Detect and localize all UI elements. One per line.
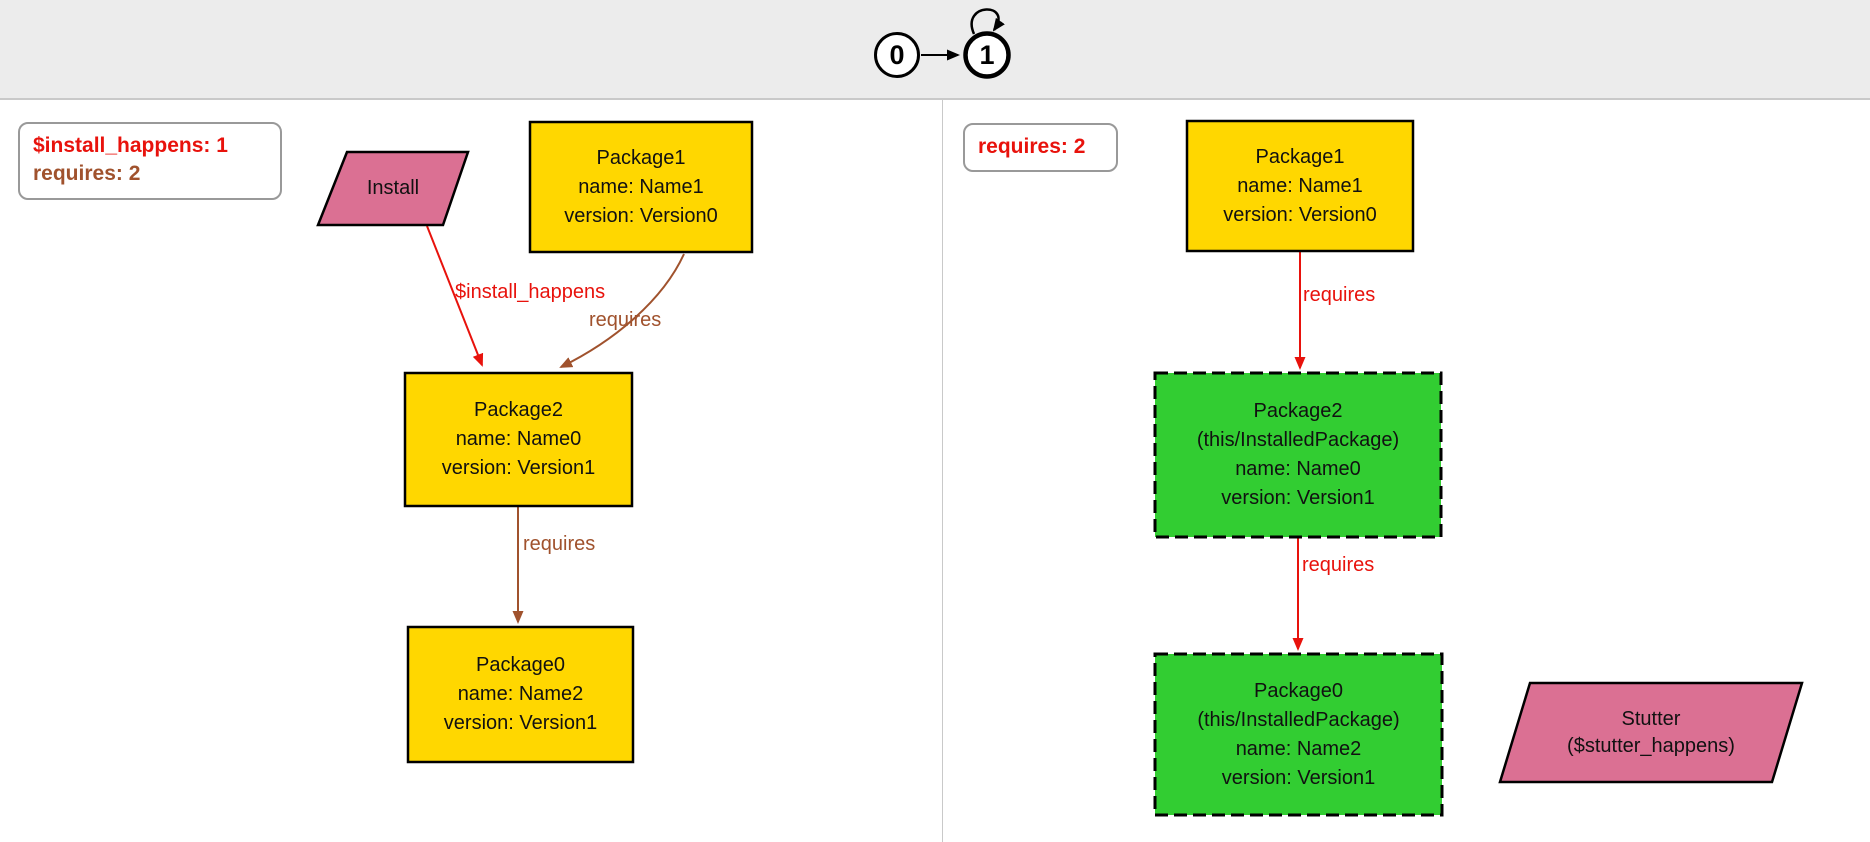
panel-divider — [942, 100, 943, 842]
state-node-0[interactable] — [874, 32, 920, 78]
edge-requires-p1-p2-left — [559, 253, 685, 368]
state0-label: 0 — [889, 40, 905, 70]
right-package2-node[interactable] — [1153, 371, 1443, 539]
edge-label-requires-lower-left: requires — [523, 533, 596, 555]
timeline-bar — [0, 0, 1870, 100]
legend-requires-count: requires: 2 — [978, 135, 1086, 158]
state1-self-loop-edge — [970, 8, 1005, 35]
edge-install-happens — [426, 225, 484, 367]
stutter-node-shape[interactable] — [1498, 681, 1804, 784]
state1-label: 1 — [979, 40, 995, 70]
state-node-1[interactable] — [963, 31, 1011, 79]
legend-requires-count: requires: 2 — [33, 162, 141, 185]
edge-label-requires-lower-right: requires — [1302, 554, 1375, 576]
left-package1-node[interactable] — [528, 120, 754, 254]
edge-label-requires-upper-left: requires — [589, 309, 662, 331]
right-package1-node[interactable] — [1185, 119, 1415, 253]
left-package0-node[interactable] — [406, 625, 635, 764]
left-legend-box: $install_happens: 1 requires: 2 — [18, 122, 282, 200]
edge-label-install-happens: $install_happens — [455, 281, 606, 303]
edge-label-requires-upper-right: requires — [1303, 284, 1376, 306]
right-legend-box: requires: 2 — [963, 123, 1118, 172]
right-package0-node[interactable] — [1153, 652, 1444, 817]
legend-install-happens-count: $install_happens: 1 — [33, 134, 228, 157]
left-package2-node[interactable] — [403, 371, 634, 508]
install-node-shape[interactable] — [316, 150, 470, 227]
